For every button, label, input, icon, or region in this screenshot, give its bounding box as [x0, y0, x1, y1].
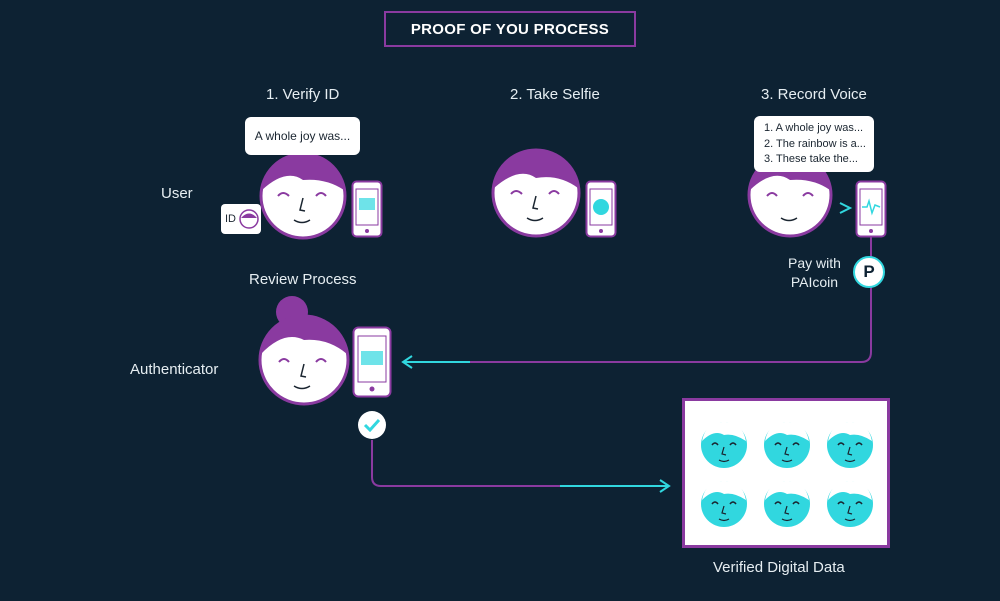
id-card-icon: ID — [221, 204, 261, 234]
phone-id-icon — [351, 180, 383, 238]
voice-line-3: 3. These take the... — [764, 153, 858, 165]
verified-face-icon — [827, 421, 873, 468]
paicoin-icon: P — [853, 256, 885, 288]
phone-selfie-icon — [585, 180, 617, 238]
check-icon — [358, 411, 386, 439]
phone-review-icon — [352, 326, 392, 398]
id-card-label: ID — [225, 213, 236, 225]
step-verify-id: 1. Verify ID — [266, 86, 340, 103]
voice-line-2: 2. The rainbow is a... — [764, 137, 866, 150]
sound-arrow-icon — [839, 202, 853, 214]
verified-face-icon — [701, 480, 747, 527]
verified-face-icon — [701, 421, 747, 468]
step-record-voice: 3. Record Voice — [761, 86, 867, 103]
phone-voice-icon — [855, 180, 887, 238]
speech-bubble-voice: 1. A whole joy was... 2. The rainbow is … — [754, 116, 874, 172]
verified-faces-grid — [701, 421, 873, 527]
verified-data-label: Verified Digital Data — [713, 559, 845, 576]
pay-line-1: Pay with — [788, 255, 841, 271]
role-user: User — [161, 185, 193, 202]
pay-line-2: PAIcoin — [790, 274, 839, 290]
review-process-label: Review Process — [249, 271, 357, 288]
selfie-face-icon — [491, 148, 581, 238]
speech-bubble-verify: A whole joy was... — [245, 117, 360, 155]
arrow-to-verified-data — [371, 440, 668, 487]
verified-face-icon — [764, 421, 810, 468]
authenticator-face-icon — [258, 296, 350, 406]
step-take-selfie: 2. Take Selfie — [510, 86, 600, 103]
role-authenticator: Authenticator — [130, 361, 219, 378]
verified-face-icon — [827, 480, 873, 527]
voice-line-1: 1. A whole joy was... — [764, 122, 864, 134]
verified-face-icon — [764, 480, 810, 527]
pay-label: Pay with PAIcoin — [788, 254, 841, 292]
arrow-to-authenticator — [404, 235, 872, 363]
user-face-icon — [259, 152, 347, 240]
diagram-title: PROOF OF YOU PROCESS — [384, 11, 636, 47]
